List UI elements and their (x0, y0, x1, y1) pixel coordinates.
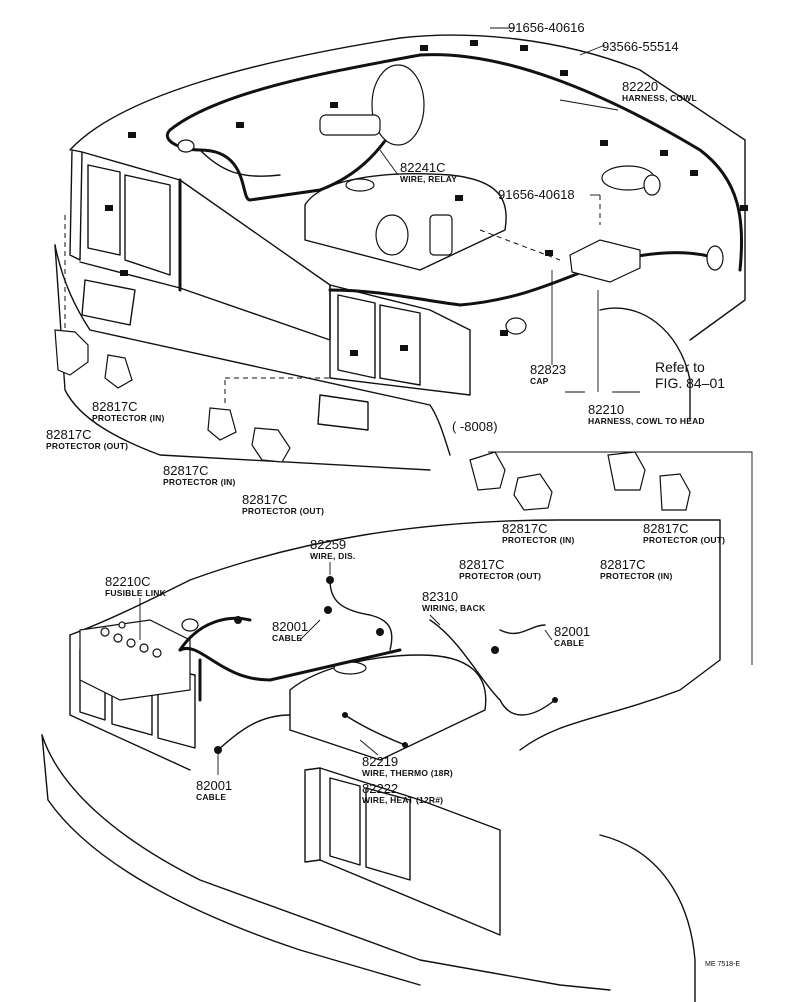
part-number: 82219 (362, 754, 399, 769)
part-number: 93566-55514 (602, 39, 679, 54)
part-label-82001-c: 82001 CABLE (196, 779, 232, 802)
part-label-82210c: 82210C FUSIBLE LINK (105, 575, 166, 598)
part-description: PROTECTOR (IN) (163, 477, 236, 487)
figure-reference: Refer to FIG. 84–01 (655, 360, 725, 390)
part-description: PROTECTOR (OUT) (46, 441, 129, 451)
part-label-82817c-out-1: 82817C PROTECTOR (OUT) (46, 428, 128, 451)
part-label-82001-b: 82001 CABLE (554, 625, 590, 648)
part-description: PROTECTOR (OUT) (242, 506, 325, 516)
figure-number: FIG. 84–01 (655, 375, 726, 391)
part-number: 82001 (196, 778, 233, 793)
part-description: WIRE, HEAT (12R#) (362, 795, 444, 805)
protector-pieces-upper (54, 329, 291, 463)
grommet-details (469, 451, 691, 511)
part-description: WIRING, BACK (422, 603, 486, 613)
part-description: CABLE (272, 633, 303, 643)
part-label-82241c: 82241C WIRE, RELAY (400, 161, 457, 184)
part-label-82817c-in-4: 82817C PROTECTOR (IN) (600, 558, 673, 581)
part-number: 82310 (422, 589, 459, 604)
part-label-82222: 82222 WIRE, HEAT (12R#) (362, 782, 443, 805)
production-range-note: ( -8008) (452, 420, 498, 433)
part-description: CABLE (554, 638, 585, 648)
part-number: 82817C (459, 557, 505, 572)
part-description: WIRE, THERMO (18R) (362, 768, 453, 778)
part-label-82210: 82210 HARNESS, COWL TO HEAD (588, 403, 705, 426)
part-label-82817c-out-2: 82817C PROTECTOR (OUT) (242, 493, 324, 516)
part-number: 82210 (588, 402, 625, 417)
drawing-code: ME 7518-E (705, 961, 741, 968)
part-description: PROTECTOR (IN) (600, 571, 673, 581)
part-label-82259: 82259 WIRE, DIS. (310, 538, 355, 561)
part-description: PROTECTOR (OUT) (459, 571, 542, 581)
part-label-82817c-in-1: 82817C PROTECTOR (IN) (92, 400, 165, 423)
part-number: 82817C (163, 463, 209, 478)
part-description: HARNESS, COWL (622, 93, 697, 103)
upper-car-body (54, 27, 753, 665)
part-label-82817c-out-3: 82817C PROTECTOR (OUT) (643, 522, 725, 545)
part-number: 82817C (600, 557, 646, 572)
part-description: WIRE, RELAY (400, 174, 458, 184)
part-description: HARNESS, COWL TO HEAD (588, 416, 705, 426)
part-number: 91656-40616 (508, 20, 585, 35)
part-number: 82817C (46, 427, 92, 442)
part-description: PROTECTOR (OUT) (643, 535, 726, 545)
part-description: CAP (530, 376, 549, 386)
part-label-82817c-out-4: 82817C PROTECTOR (OUT) (459, 558, 541, 581)
part-number: 82001 (272, 619, 309, 634)
part-description: WIRE, DIS. (310, 551, 356, 561)
part-description: PROTECTOR (IN) (502, 535, 575, 545)
part-number: 91656-40618 (498, 187, 575, 202)
part-description: FUSIBLE LINK (105, 588, 166, 598)
part-label-91656-40616: 91656-40616 (508, 21, 585, 34)
part-label-82310: 82310 WIRING, BACK (422, 590, 485, 613)
part-number: 82001 (554, 624, 591, 639)
part-number: 82817C (643, 521, 689, 536)
part-number: 82259 (310, 537, 347, 552)
part-number: 82817C (502, 521, 548, 536)
refer-to-text: Refer to (655, 359, 705, 375)
part-label-82219: 82219 WIRE, THERMO (18R) (362, 755, 453, 778)
part-number: 82241C (400, 160, 446, 175)
part-label-82001-a: 82001 CABLE (272, 620, 308, 643)
part-label-82823: 82823 CAP (530, 363, 566, 386)
part-description: PROTECTOR (IN) (92, 413, 165, 423)
part-number: 82823 (530, 362, 567, 377)
part-description: CABLE (196, 792, 227, 802)
range-text: ( -8008) (452, 419, 498, 434)
part-label-82817c-in-3: 82817C PROTECTOR (IN) (502, 522, 575, 545)
part-number: 82817C (92, 399, 138, 414)
part-number: 82210C (105, 574, 151, 589)
part-number: 82817C (242, 492, 288, 507)
lower-car-body (41, 519, 721, 1002)
part-label-93566-55514: 93566-55514 (602, 40, 679, 53)
part-label-82817c-in-2: 82817C PROTECTOR (IN) (163, 464, 236, 487)
part-label-91656-40618: 91656-40618 (498, 188, 575, 201)
part-label-82220: 82220 HARNESS, COWL (622, 80, 697, 103)
part-number: 82220 (622, 79, 659, 94)
part-number: 82222 (362, 781, 399, 796)
